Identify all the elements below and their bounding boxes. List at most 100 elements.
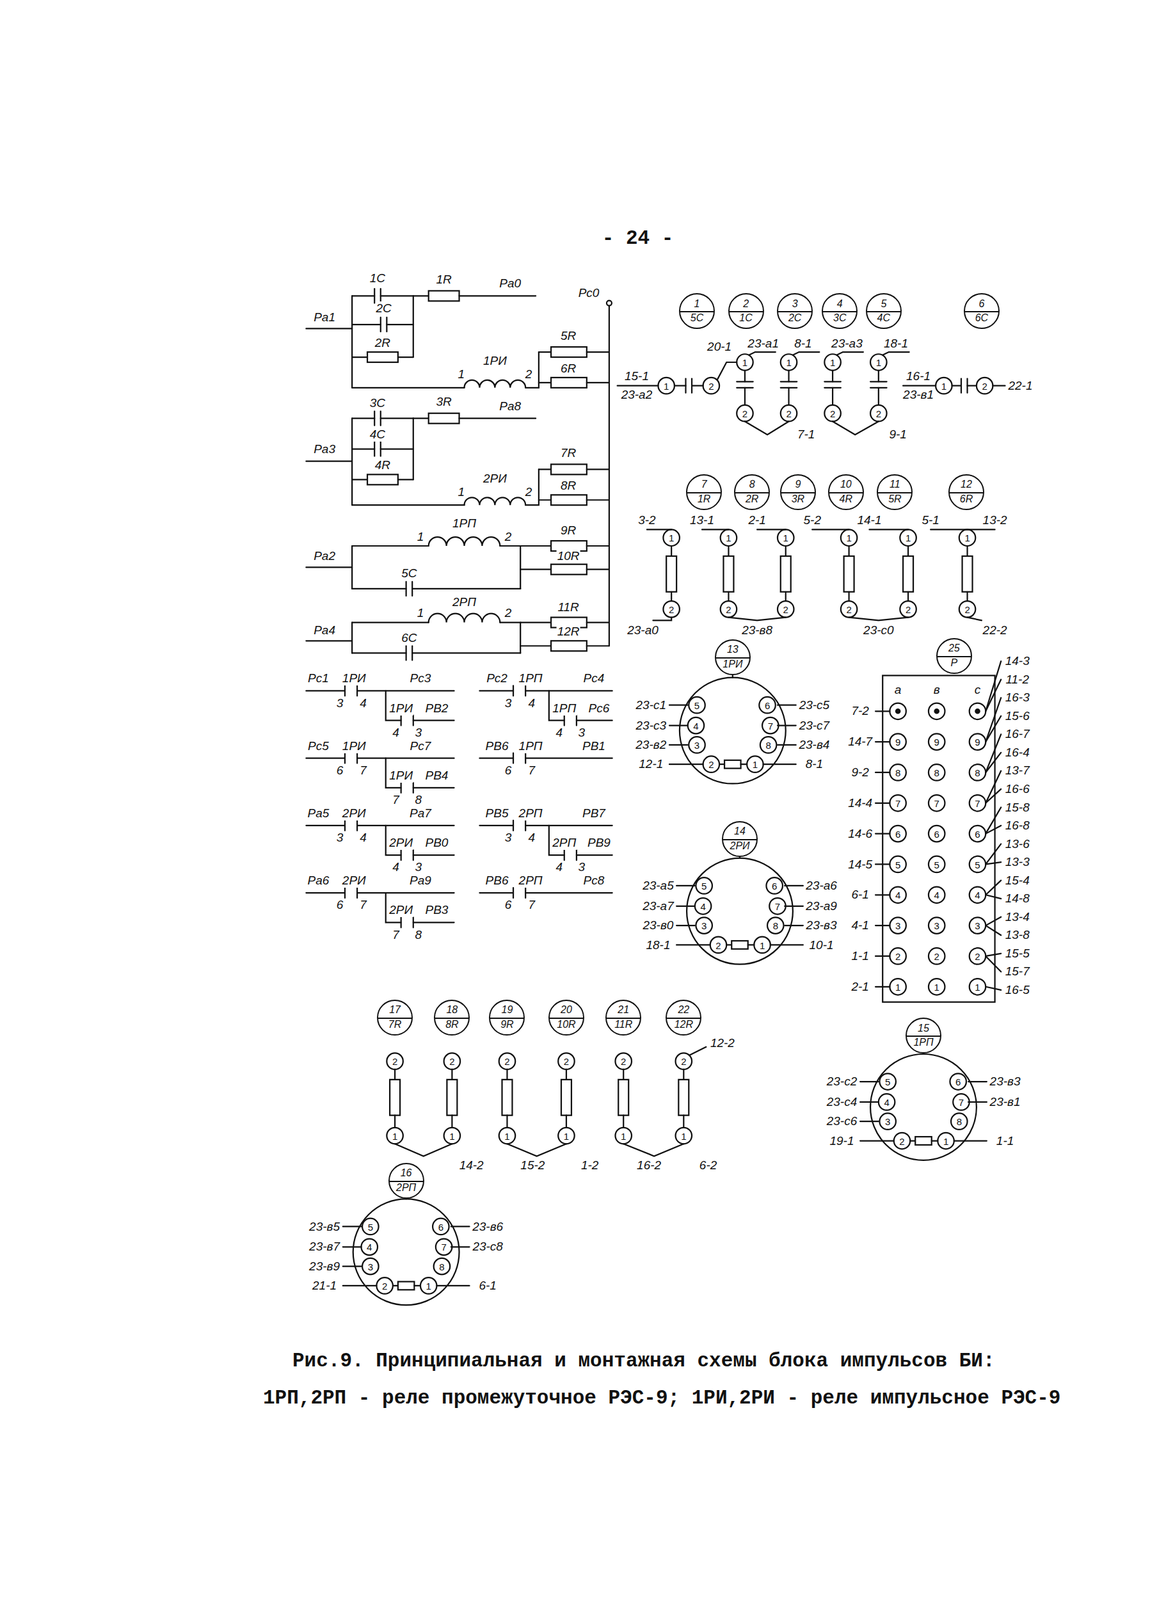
wire: [351, 418, 353, 506]
wire: [565, 1115, 568, 1128]
pin-circle: [720, 529, 738, 546]
wire-label: 12-2: [709, 1036, 736, 1051]
pin-circle: [928, 886, 946, 904]
pin-number: 2: [680, 1055, 687, 1067]
pin-number: 2: [707, 380, 715, 392]
wire-label: 6С: [400, 630, 418, 646]
wire-label: 23-в3: [805, 918, 838, 933]
leader-line: [985, 825, 1001, 834]
pin-number: 6: [974, 828, 981, 839]
capacitor-plate: [380, 317, 382, 332]
pin-number: 8: [974, 767, 981, 779]
pin-number: 1: [448, 1130, 456, 1142]
wire: [412, 652, 521, 654]
wire: [459, 417, 537, 420]
wire: [412, 588, 521, 590]
resistor-symbol: [902, 556, 914, 592]
wire-label: 3: [335, 830, 345, 845]
wire: [351, 417, 375, 420]
callout-circle: 115R: [876, 474, 913, 511]
pin-circle: [433, 1258, 451, 1275]
wire: [351, 504, 464, 506]
wire-label: 15-8: [1004, 800, 1031, 815]
contact-symbol: [344, 685, 346, 696]
pin-circle: [928, 917, 946, 934]
pin-number: 2: [875, 407, 882, 419]
wire-label: 23-с0: [862, 623, 895, 638]
callout-circle: 126R: [948, 474, 985, 511]
coil-symbol: [398, 1281, 415, 1291]
wire-label: в: [933, 682, 941, 697]
contact-symbol: [344, 820, 346, 831]
pin-number: 2: [503, 1055, 511, 1067]
pin-circle: [614, 1052, 632, 1070]
pin-dot: [895, 709, 900, 713]
pin-number: 4: [692, 719, 699, 731]
pin-circle: [675, 1127, 693, 1145]
callout-text: 7R: [388, 1019, 402, 1031]
wire-label: Рс6: [588, 701, 611, 716]
wire-label: РВ6: [485, 739, 510, 754]
wire-label: 3: [577, 860, 587, 875]
leader-line: [836, 351, 863, 356]
pin-circle: [976, 377, 994, 395]
pin-circle: [769, 897, 786, 915]
pin-circle: [879, 1112, 896, 1130]
leader-line: [676, 943, 711, 946]
wire-label: 11R: [556, 600, 580, 615]
wire-label: 23-в1: [989, 1094, 1022, 1110]
wire: [727, 591, 729, 601]
wire: [413, 719, 455, 722]
pin-number: 7: [767, 719, 774, 731]
pin-number: 6: [954, 1076, 962, 1088]
resistor-symbol: [780, 556, 791, 592]
callout-text: 7: [701, 479, 708, 491]
pin-circle: [824, 353, 841, 371]
wire-label: 1РП: [551, 701, 577, 716]
wire-label: 21-1: [311, 1278, 338, 1293]
pin-circle: [840, 600, 858, 618]
wire-label: 1: [456, 367, 466, 382]
wire-label: 15-1: [623, 369, 650, 384]
resistor-symbol: [551, 463, 587, 475]
leader-line: [875, 832, 890, 834]
leader-line: [777, 744, 797, 746]
wire-label: 1РП: [451, 516, 477, 531]
leader-line: [882, 351, 909, 356]
pin-circle: [928, 794, 946, 812]
pin-circle: [386, 1127, 404, 1145]
pin-number: 1: [904, 532, 912, 544]
wire: [717, 362, 737, 380]
callout-circle: 66С: [963, 293, 1000, 329]
wire: [586, 621, 610, 623]
callout-circle: 82R: [734, 474, 770, 511]
wire-label: 3R: [435, 394, 452, 409]
wire: [565, 1069, 568, 1080]
pin-circle: [766, 877, 783, 895]
pin-number: 1: [782, 532, 790, 544]
pin-number: 2: [963, 603, 971, 615]
wire-label: 3: [504, 830, 513, 845]
pin-number: 8: [764, 739, 772, 751]
leader-line: [985, 716, 1001, 742]
pin-number: 8: [438, 1260, 445, 1272]
callout-circle: 177R: [376, 999, 413, 1036]
wire-label: 4: [527, 830, 536, 845]
wire: [394, 1115, 396, 1128]
wire-label: 23-в3: [989, 1074, 1022, 1089]
wire-label: 1РИ: [482, 353, 508, 368]
wire-label: 7: [527, 897, 536, 912]
wire: [931, 1139, 939, 1142]
callout-text: Р: [950, 657, 959, 669]
pin-circle: [420, 1277, 438, 1294]
wire-label: 8R: [559, 478, 577, 493]
wire-label: 1: [416, 529, 425, 544]
wire-label: 4-1: [850, 918, 870, 933]
wire-label: 23-с4: [826, 1094, 859, 1110]
pin-circle: [694, 897, 712, 915]
capacitor-plate: [870, 380, 887, 383]
wire: [386, 323, 413, 326]
wire: [520, 645, 552, 647]
pin-circle: [780, 353, 798, 371]
wire-label: 1-1: [995, 1134, 1015, 1149]
